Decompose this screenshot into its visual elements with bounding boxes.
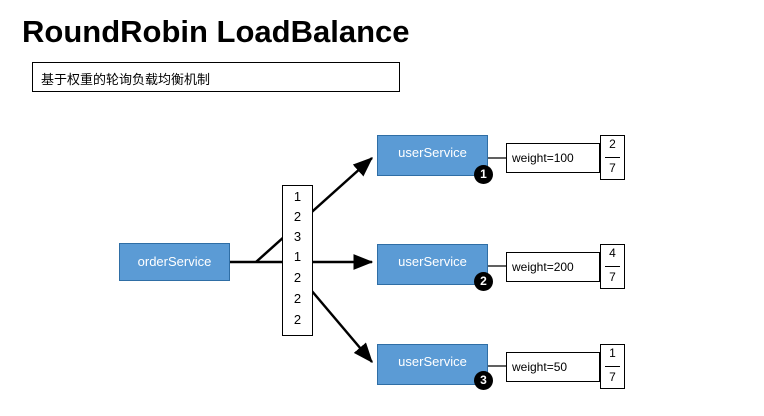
ratio-box-1: 2 7 <box>600 135 625 180</box>
ratio-divider-2 <box>605 266 620 267</box>
weight-text-3: weight=50 <box>512 360 568 374</box>
weight-box-3: weight=50 <box>506 352 600 382</box>
ratio-numerator-3: 1 <box>609 346 616 360</box>
ratio-denominator-2: 7 <box>609 270 616 284</box>
node-user-service-1-label: userService <box>398 145 467 160</box>
badge-instance-2: 2 <box>474 272 493 291</box>
sequence-item-1: 2 <box>293 209 302 224</box>
weight-box-1: weight=100 <box>506 143 600 173</box>
ratio-box-2: 4 7 <box>600 244 625 289</box>
badge-instance-1: 1 <box>474 165 493 184</box>
ratio-numerator-2: 4 <box>609 246 616 260</box>
node-user-service-3-label: userService <box>398 354 467 369</box>
connector-hub-to-branch-3 <box>310 289 373 363</box>
weight-box-2: weight=200 <box>506 252 600 282</box>
sequence-item-5: 2 <box>293 291 302 306</box>
node-order-service[interactable]: orderService <box>119 243 230 281</box>
node-user-service-2[interactable]: userService <box>377 244 488 285</box>
node-user-service-1[interactable]: userService <box>377 135 488 176</box>
sequence-item-6: 2 <box>293 312 302 327</box>
ratio-divider-1 <box>605 157 620 158</box>
ratio-divider-3 <box>605 366 620 367</box>
node-order-service-label: orderService <box>137 254 212 269</box>
node-user-service-3[interactable]: userService <box>377 344 488 385</box>
connector-hub-to-branch-1 <box>255 157 373 263</box>
ratio-numerator-1: 2 <box>609 137 616 151</box>
sequence-item-2: 3 <box>293 229 302 244</box>
sequence-box: 1 2 3 1 2 2 2 <box>282 185 313 336</box>
ratio-denominator-3: 7 <box>609 370 616 384</box>
page-title: RoundRobin LoadBalance <box>22 14 410 49</box>
ratio-denominator-1: 7 <box>609 161 616 175</box>
subtitle-text: 基于权重的轮询负载均衡机制 <box>41 72 211 87</box>
sequence-item-4: 2 <box>293 270 302 285</box>
subtitle-box: 基于权重的轮询负载均衡机制 <box>32 62 400 92</box>
badge-instance-3: 3 <box>474 371 493 390</box>
weight-text-1: weight=100 <box>512 151 574 165</box>
sequence-item-0: 1 <box>293 189 302 204</box>
ratio-box-3: 1 7 <box>600 344 625 389</box>
weight-text-2: weight=200 <box>512 260 574 274</box>
node-user-service-2-label: userService <box>398 254 467 269</box>
sequence-item-3: 1 <box>293 249 302 264</box>
